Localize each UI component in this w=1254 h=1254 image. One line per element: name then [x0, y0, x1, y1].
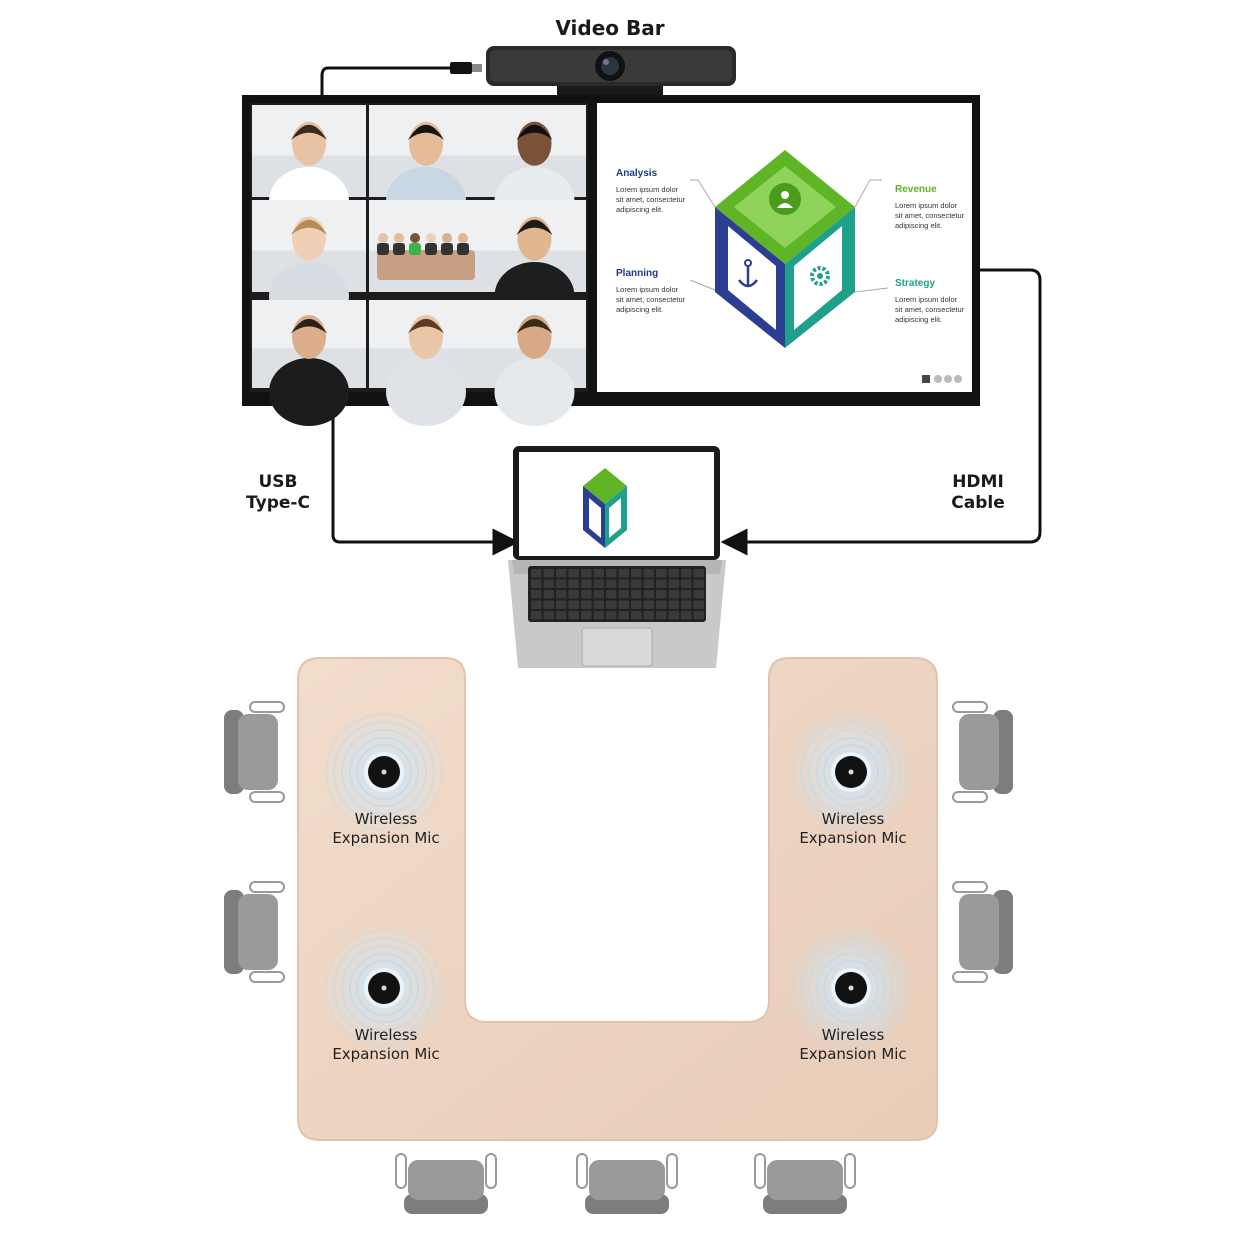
slide-pager: [922, 375, 962, 383]
gear-icon: [810, 266, 830, 286]
chair: [576, 1153, 678, 1214]
video-bar-label: Video Bar: [555, 16, 665, 40]
wireless-mic-icon: [791, 712, 911, 832]
wireless-mics: [324, 712, 911, 1048]
participant-tile: [369, 105, 483, 235]
wireless-mic-icon: [324, 928, 444, 1048]
u-table: [297, 657, 938, 1141]
chair: [224, 881, 285, 983]
usb-cable: [320, 62, 520, 556]
wireless-mic-icon: [791, 928, 911, 1048]
participant-tile: [483, 300, 586, 426]
slide-cube: [689, 150, 962, 383]
usb-plug-icon: [450, 62, 472, 74]
chair: [952, 881, 1013, 983]
laptop: [508, 446, 726, 668]
participant-tile: [252, 200, 366, 330]
participant-tiles: [252, 105, 586, 426]
participant-tile: [369, 200, 483, 292]
anchor-icon: [738, 259, 758, 288]
participant-tile: [252, 300, 366, 426]
keyboard: [528, 566, 706, 622]
chair: [952, 701, 1013, 803]
chair: [754, 1153, 856, 1214]
hdmi-cable: [720, 268, 1042, 556]
chair: [224, 701, 285, 803]
video-bar: [486, 46, 736, 96]
usb-type-c-label: USB Type-C: [246, 472, 310, 514]
hdmi-cable-label: HDMI Cable: [951, 472, 1005, 514]
trackpad: [581, 627, 653, 667]
participant-tile: [369, 300, 483, 426]
people-icon: [769, 183, 801, 215]
chair: [395, 1153, 497, 1214]
wireless-mic-icon: [324, 712, 444, 832]
chairs: [224, 701, 1013, 1214]
